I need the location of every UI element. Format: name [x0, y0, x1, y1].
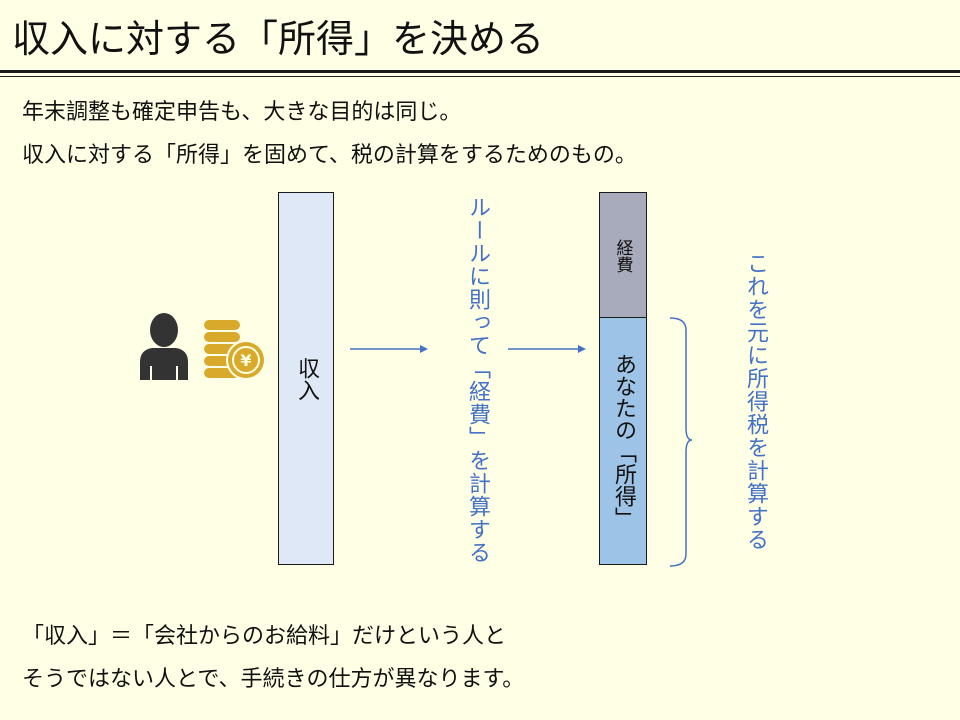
your-income-label: あなたの「所得」 — [611, 353, 636, 529]
your-income-box: あなたの「所得」 — [599, 317, 647, 565]
arrow-to-rule — [350, 345, 428, 353]
title-divider — [0, 70, 960, 73]
yen-coins-icon: ¥ — [204, 320, 266, 380]
income-label: 収入 — [294, 356, 319, 401]
expenses-box: 経費 — [599, 192, 647, 318]
arrow-to-result — [508, 345, 586, 353]
intro-text-line2: 収入に対する「所得」を固めて、税の計算をするためのもの。 — [22, 143, 637, 168]
page-title: 収入に対する「所得」を決める — [12, 17, 545, 61]
rule-calculation-text: ルールに則って「経費」を計算する — [465, 196, 490, 564]
footer-text-line2: そうではない人とで、手続きの仕方が異なります。 — [22, 667, 525, 692]
person-icon — [140, 313, 188, 380]
svg-text:¥: ¥ — [240, 351, 251, 370]
right-brace — [669, 317, 693, 567]
income-box: 収入 — [278, 192, 334, 565]
title-divider-thin — [0, 76, 960, 77]
intro-text-line1: 年末調整も確定申告も、大きな目的は同じ。 — [22, 100, 462, 125]
expenses-label: 経費 — [612, 238, 633, 273]
tax-calculation-text: これを元に所得税を計算する — [743, 252, 768, 551]
footer-text-line1: 「収入」＝「会社からのお給料」だけという人と — [22, 624, 507, 649]
